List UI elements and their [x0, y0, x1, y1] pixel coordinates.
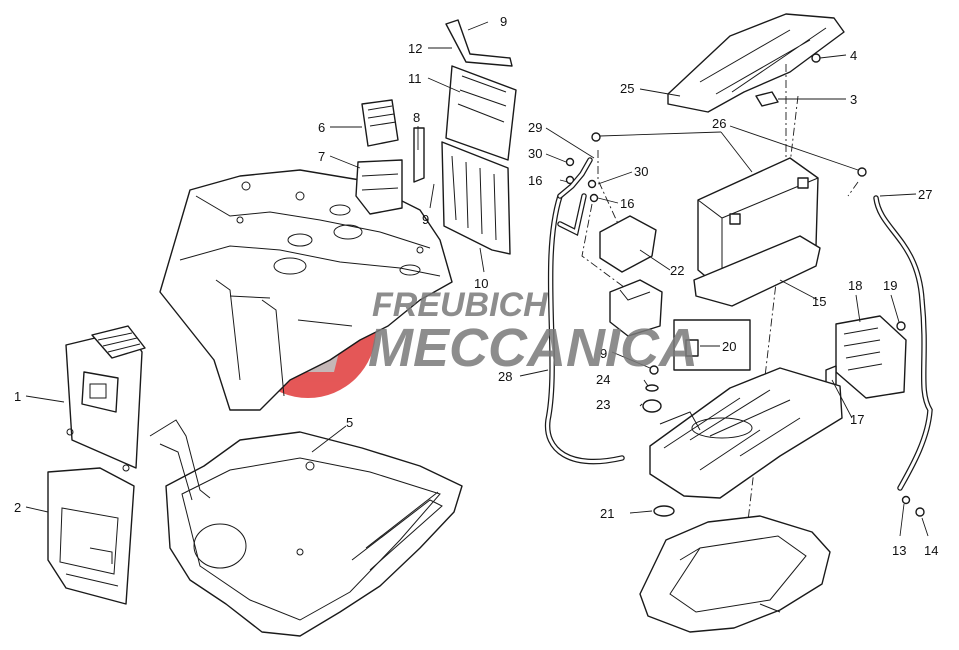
callout-15: 15: [812, 294, 826, 309]
callout-5: 5: [346, 415, 353, 430]
callout-4: 4: [850, 48, 857, 63]
fuse-box-inset: [673, 319, 751, 371]
fuse-holder-group: [441, 19, 517, 255]
callout-30-right: 30: [634, 164, 648, 179]
relay-connector: [355, 99, 425, 215]
callout-16-right: 16: [620, 196, 634, 211]
callout-1: 1: [14, 389, 21, 404]
callout-2: 2: [14, 500, 21, 515]
callout-9-top: 9: [500, 14, 507, 29]
callout-26: 26: [712, 116, 726, 131]
callout-21: 21: [600, 506, 614, 521]
watermark-line2: MECCANICA: [368, 318, 698, 378]
airbox-frame: [159, 169, 453, 411]
callout-29: 29: [528, 120, 542, 135]
watermark-line1: FREUBICH: [372, 286, 549, 324]
callout-28: 28: [498, 369, 512, 384]
callout-9-right: 9: [600, 346, 607, 361]
callout-16-left: 16: [528, 173, 542, 188]
bottom-support: [639, 515, 831, 633]
callout-24: 24: [596, 372, 610, 387]
callout-19: 19: [883, 278, 897, 293]
callout-25: 25: [620, 81, 634, 96]
watermark-text: FREUBICH MECCANICA: [368, 286, 698, 378]
cables: [544, 157, 933, 491]
callout-11: 11: [408, 71, 422, 86]
callout-7: 7: [318, 149, 325, 164]
callout-6: 6: [318, 120, 325, 135]
callout-17: 17: [850, 412, 864, 427]
callout-22: 22: [670, 263, 684, 278]
ecu-unit: [65, 325, 146, 472]
callout-13: 13: [892, 543, 906, 558]
lower-frame-tray: [149, 419, 463, 637]
callout-3: 3: [850, 92, 857, 107]
battery-cover: [667, 13, 845, 113]
callout-30-left: 30: [528, 146, 542, 161]
starter-relay: [599, 215, 663, 337]
callout-9-mid: 9: [422, 212, 429, 227]
callout-27: 27: [918, 187, 932, 202]
fasteners: [565, 132, 925, 517]
callout-12: 12: [408, 41, 422, 56]
callout-18: 18: [848, 278, 862, 293]
callout-20: 20: [722, 339, 736, 354]
leader-lines: [25, 21, 929, 537]
battery-holder: [649, 367, 843, 499]
callout-8: 8: [413, 110, 420, 125]
callout-labels: 1 2 3 4 5 6 7 8 9 9 9 10 11 12 13 14 15 …: [14, 14, 938, 558]
ecu-plate: [47, 467, 135, 605]
callout-14: 14: [924, 543, 938, 558]
callout-23: 23: [596, 397, 610, 412]
callout-10: 10: [474, 276, 488, 291]
battery-pad: [693, 235, 821, 307]
